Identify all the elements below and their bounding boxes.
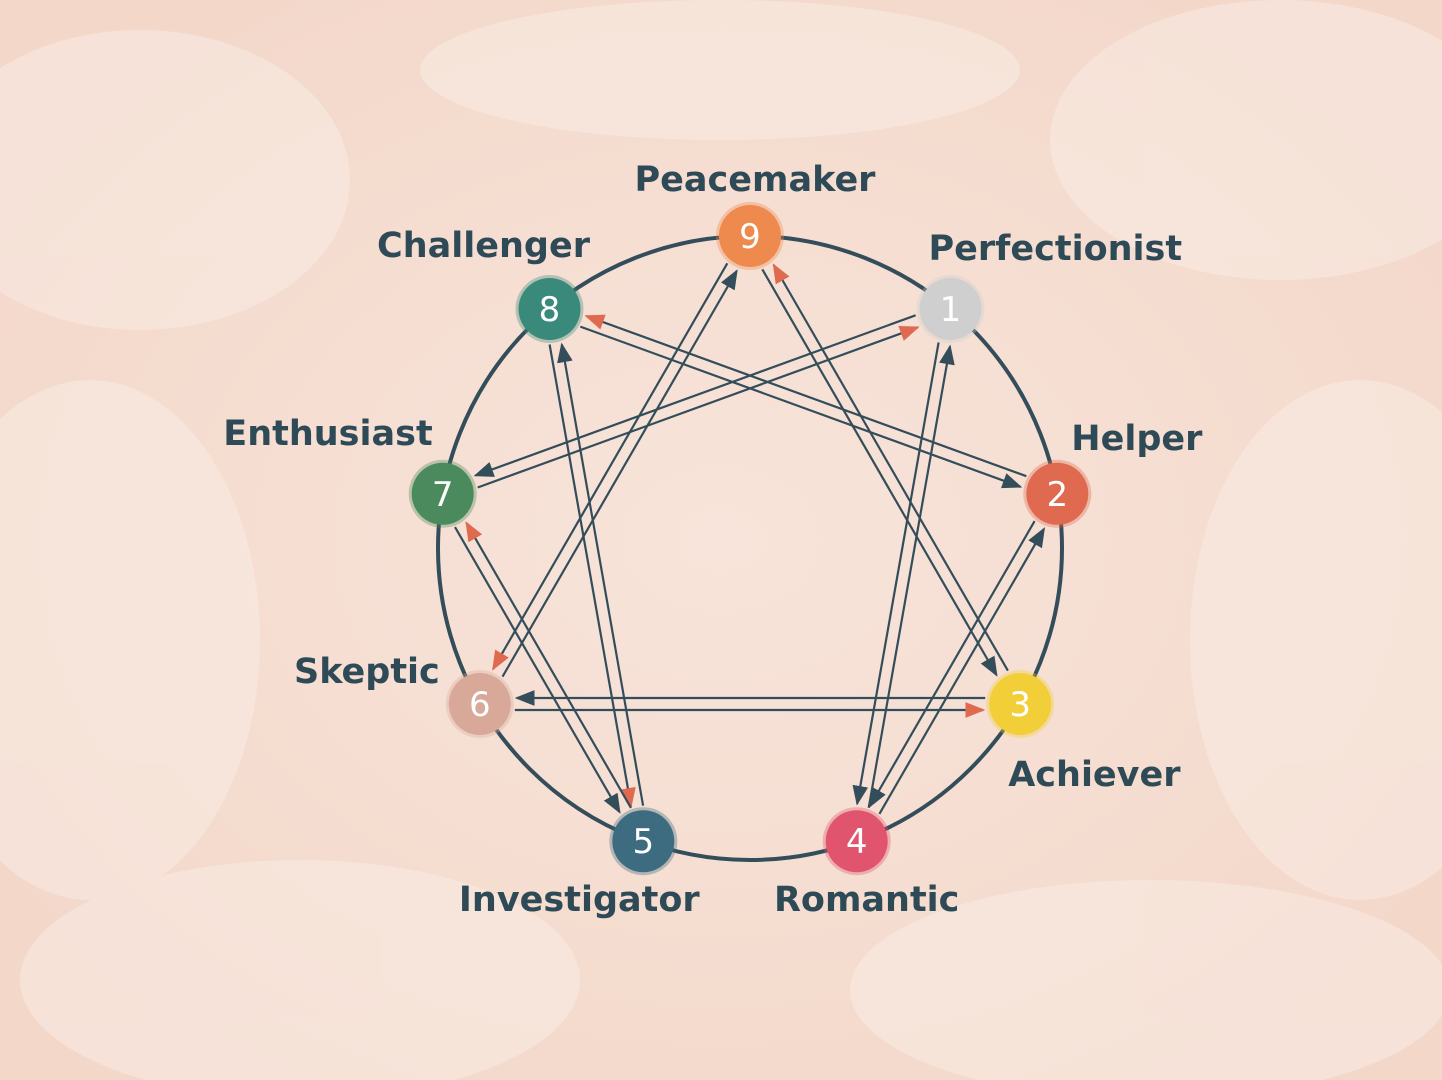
arrow-7-to-5 [454, 526, 621, 814]
arrow-2-to-4 [869, 520, 1036, 808]
arrow-6-to-9 [501, 269, 738, 678]
arrow-9-to-6 [492, 262, 729, 671]
node-number: 8 [539, 290, 561, 330]
node-circle [448, 673, 511, 735]
type-node-8: 8 [515, 275, 584, 343]
node-circle [719, 205, 781, 267]
node-number: 3 [1009, 685, 1031, 725]
node-circle [411, 462, 474, 525]
arrow-9-to-3 [761, 268, 998, 677]
arrow-1-to-4 [852, 342, 940, 806]
type-label-7: Enthusiast [223, 414, 432, 454]
arrow-4-to-1 [867, 344, 955, 808]
node-circle [989, 673, 1052, 735]
type-node-9: 9 [716, 202, 784, 270]
node-number: 9 [739, 217, 761, 257]
node-circle [612, 810, 675, 873]
arrow-8-to-2 [579, 325, 1023, 489]
node-number: 4 [846, 822, 868, 862]
type-label-9: Peacemaker [635, 160, 877, 200]
arrow-3-to-9 [772, 263, 1009, 672]
node-circle [518, 278, 581, 340]
type-node-5: 5 [609, 807, 678, 876]
type-nodes: 1 2 3 4 5 6 7 8 9 [408, 202, 1092, 876]
node-number: 2 [1046, 475, 1068, 515]
arrow-8-to-5 [548, 344, 636, 808]
type-label-8: Challenger [377, 226, 591, 266]
type-node-7: 7 [408, 459, 477, 528]
type-label-5: Investigator [459, 880, 701, 920]
node-circle [919, 278, 982, 340]
arrow-lines [454, 262, 1045, 815]
type-node-4: 4 [822, 807, 891, 876]
type-node-1: 1 [916, 275, 985, 343]
arrow-7-to-1 [477, 325, 920, 489]
type-node-3: 3 [986, 670, 1055, 738]
node-circle [1026, 462, 1089, 525]
node-circle [825, 810, 888, 873]
type-label-2: Helper [1071, 419, 1203, 459]
type-node-2: 2 [1023, 459, 1092, 528]
type-label-6: Skeptic [294, 652, 440, 692]
node-number: 5 [632, 822, 654, 862]
node-number: 1 [940, 290, 962, 330]
type-label-1: Perfectionist [929, 229, 1183, 269]
type-label-4: Romantic [774, 880, 959, 920]
type-label-3: Achiever [1008, 755, 1181, 795]
arrow-5-to-7 [465, 521, 632, 809]
node-number: 6 [469, 685, 491, 725]
arrow-5-to-8 [557, 342, 645, 806]
type-node-6: 6 [445, 670, 514, 738]
node-number: 7 [432, 475, 454, 515]
arrow-2-to-8 [584, 314, 1027, 478]
arrow-1-to-7 [473, 314, 916, 477]
arrow-4-to-2 [878, 527, 1045, 815]
